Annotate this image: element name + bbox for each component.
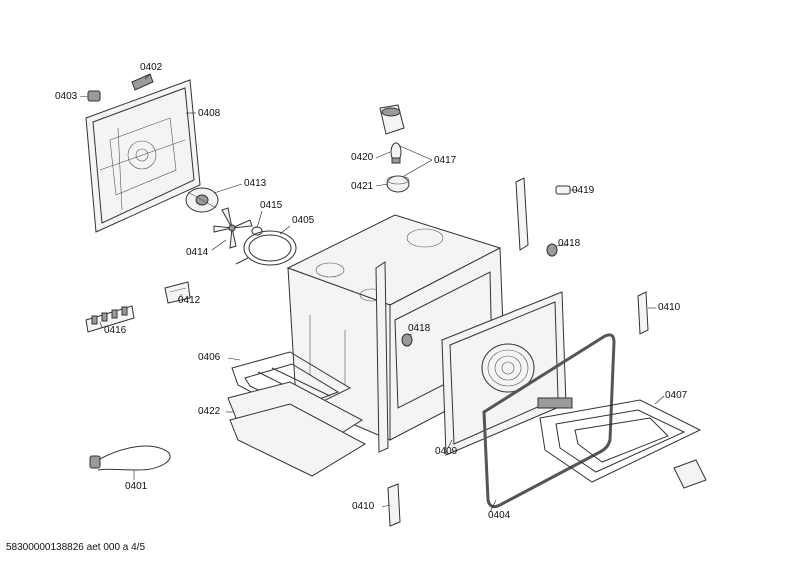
lamp-bulb-part <box>390 142 402 164</box>
leader-lines <box>79 73 665 513</box>
insulation-pads-part <box>227 381 367 477</box>
label-0413: 0413 <box>244 178 267 189</box>
side-rail-right-part <box>515 177 529 251</box>
label-0408: 0408 <box>198 108 221 119</box>
part-0410-bottom <box>387 483 401 527</box>
label-0402: 0402 <box>140 62 163 73</box>
label-0412: 0412 <box>178 295 201 306</box>
lamp-glass-part <box>386 175 410 193</box>
label-0418-center: 0418 <box>408 323 431 334</box>
label-0406: 0406 <box>198 352 221 363</box>
label-0401: 0401 <box>125 481 148 492</box>
label-0409: 0409 <box>435 446 458 457</box>
side-rail-left-part <box>375 261 389 453</box>
door-seal-part <box>482 333 616 509</box>
part-0403 <box>87 90 101 102</box>
label-0405: 0405 <box>292 215 315 226</box>
label-0418-right: 0418 <box>558 238 581 249</box>
part-0410-right <box>637 291 649 335</box>
label-0415: 0415 <box>260 200 283 211</box>
label-0422: 0422 <box>198 406 221 417</box>
part-0419 <box>555 185 571 195</box>
document-id-footer: 58300000138826 aet 000 a 4/5 <box>6 542 146 553</box>
label-0416: 0416 <box>104 325 127 336</box>
label-0410-bottom: 0410 <box>352 501 375 512</box>
terminal-block-part <box>85 305 135 333</box>
lamp-cover-part <box>379 104 405 135</box>
label-0403: 0403 <box>55 91 78 102</box>
label-0419: 0419 <box>572 185 595 196</box>
part-0418-center <box>401 333 413 347</box>
part-0415 <box>251 226 263 236</box>
grill-bracket-part <box>673 459 707 489</box>
label-0404: 0404 <box>488 510 511 521</box>
part-0402 <box>131 73 154 91</box>
part-0412 <box>164 281 191 304</box>
fan-motor-part <box>185 187 219 213</box>
grill-element-part <box>537 397 702 483</box>
power-cord-part <box>89 445 171 471</box>
fan-blade-part <box>213 207 253 249</box>
label-0407: 0407 <box>665 390 688 401</box>
label-0414: 0414 <box>186 247 209 258</box>
circular-heater-part <box>235 230 297 266</box>
rear-panel-part <box>85 79 201 233</box>
label-0410-right: 0410 <box>658 302 681 313</box>
label-0417: 0417 <box>434 155 457 166</box>
label-0421: 0421 <box>351 181 374 192</box>
label-0420: 0420 <box>351 152 374 163</box>
part-0418-right <box>546 243 558 257</box>
